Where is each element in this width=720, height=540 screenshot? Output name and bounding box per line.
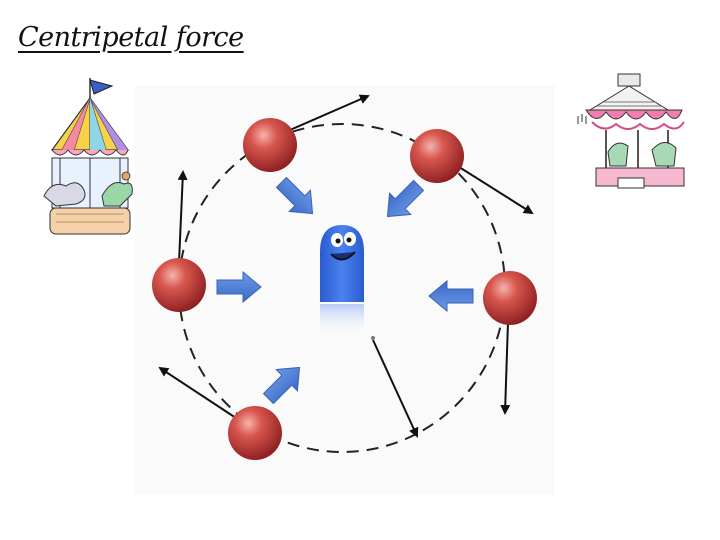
- ball-top-right: [410, 129, 464, 183]
- velocity-arrows: [158, 94, 534, 438]
- ball-right: [483, 271, 537, 325]
- velocity-arrow-bottom-left: [158, 366, 237, 419]
- velocity-arrow-left: [177, 170, 188, 263]
- slide-title: Centripetal force: [18, 22, 244, 53]
- centripetal-arrow-top-left: [275, 176, 314, 215]
- centripetal-arrow-bottom: [262, 366, 301, 405]
- centripetal-arrow-left: [216, 270, 262, 304]
- velocity-arrow-top: [289, 94, 370, 131]
- centripetal-arrow-right: [428, 279, 474, 313]
- ball-left: [152, 258, 206, 312]
- carousel-canopy-icon: [577, 73, 685, 189]
- velocity-arrow-bottom: [372, 339, 419, 438]
- orbiting-balls: [152, 118, 537, 460]
- centripetal-arrow-top-right: [386, 179, 425, 218]
- carousel-tent-icon: [43, 78, 133, 235]
- ball-top-left: [243, 118, 297, 172]
- velocity-arrow-right: [500, 321, 511, 415]
- ball-bottom: [228, 406, 282, 460]
- centripetal-arrows: [216, 176, 474, 405]
- velocity-arrow-top-right: [447, 159, 534, 215]
- blob-character-icon: [320, 225, 375, 340]
